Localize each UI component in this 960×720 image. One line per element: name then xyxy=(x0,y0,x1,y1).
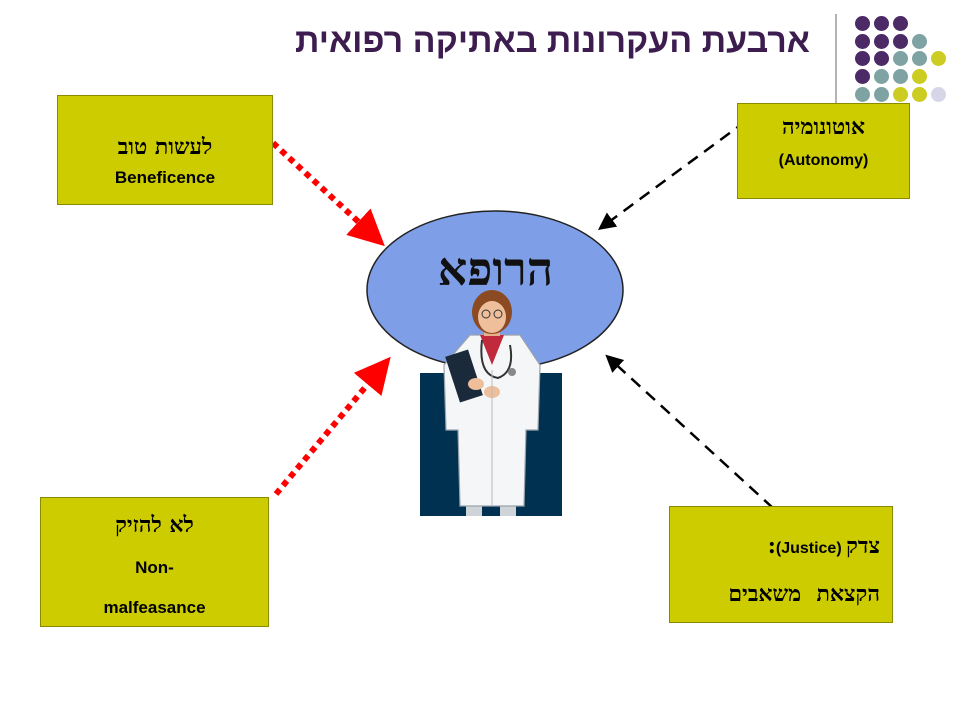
beneficence-box: לעשות טוב Beneficence xyxy=(57,95,273,205)
decor-dot xyxy=(855,51,870,66)
arrow-justice-to-doctor xyxy=(605,354,774,509)
arrow-beneficence-to-doctor xyxy=(270,140,385,247)
decor-dot xyxy=(912,34,927,49)
justice-english: (Justice) xyxy=(775,540,842,557)
autonomy-hebrew: אוטונומיה xyxy=(782,114,865,140)
beneficence-hebrew: לעשות טוב xyxy=(117,134,213,160)
decor-dot xyxy=(912,69,927,84)
non-malfeasance-english-line1: Non- xyxy=(135,558,174,577)
beneficence-english: Beneficence xyxy=(114,168,216,187)
decor-dot xyxy=(931,51,946,66)
title-separator-line xyxy=(835,14,837,146)
arrow-nonmalfeasance-to-doctor xyxy=(273,356,391,496)
non-malfeasance-box: לא להזיק Non- malfeasance xyxy=(40,497,269,627)
decor-dot xyxy=(874,51,889,66)
non-malfeasance-english-line2: malfeasance xyxy=(103,598,206,617)
decor-dot xyxy=(893,87,908,102)
decor-dot xyxy=(874,87,889,102)
decor-dot xyxy=(874,16,889,31)
decor-dot xyxy=(893,69,908,84)
justice-hebrew: צדק xyxy=(846,533,880,559)
page-title: ארבעת העקרונות באתיקה רפואית xyxy=(294,22,810,60)
autonomy-english: (Autonomy) xyxy=(778,152,869,169)
decor-dot xyxy=(874,34,889,49)
decor-dot xyxy=(893,16,908,31)
decor-dot xyxy=(874,69,889,84)
autonomy-box: אוטונומיה (Autonomy) xyxy=(737,103,910,199)
decor-dot xyxy=(912,51,927,66)
decor-dot xyxy=(855,16,870,31)
decor-dot xyxy=(855,69,870,84)
doctor-label: הרופא xyxy=(437,242,554,296)
justice-resource-allocation: הקצאת משאבים xyxy=(728,581,880,607)
arrow-autonomy-to-doctor xyxy=(597,119,747,230)
justice-colon: : xyxy=(767,533,776,559)
decor-dot xyxy=(893,51,908,66)
decor-dot xyxy=(855,34,870,49)
justice-box: צדק (Justice): הקצאת משאבים xyxy=(669,506,893,623)
decor-dot xyxy=(931,87,946,102)
decor-dot xyxy=(912,87,927,102)
decor-dot xyxy=(893,34,908,49)
justice-line1: צדק (Justice): xyxy=(768,533,880,559)
decor-dot xyxy=(855,87,870,102)
doctor-figure-icon xyxy=(443,290,541,516)
non-malfeasance-hebrew: לא להזיק xyxy=(115,512,194,538)
